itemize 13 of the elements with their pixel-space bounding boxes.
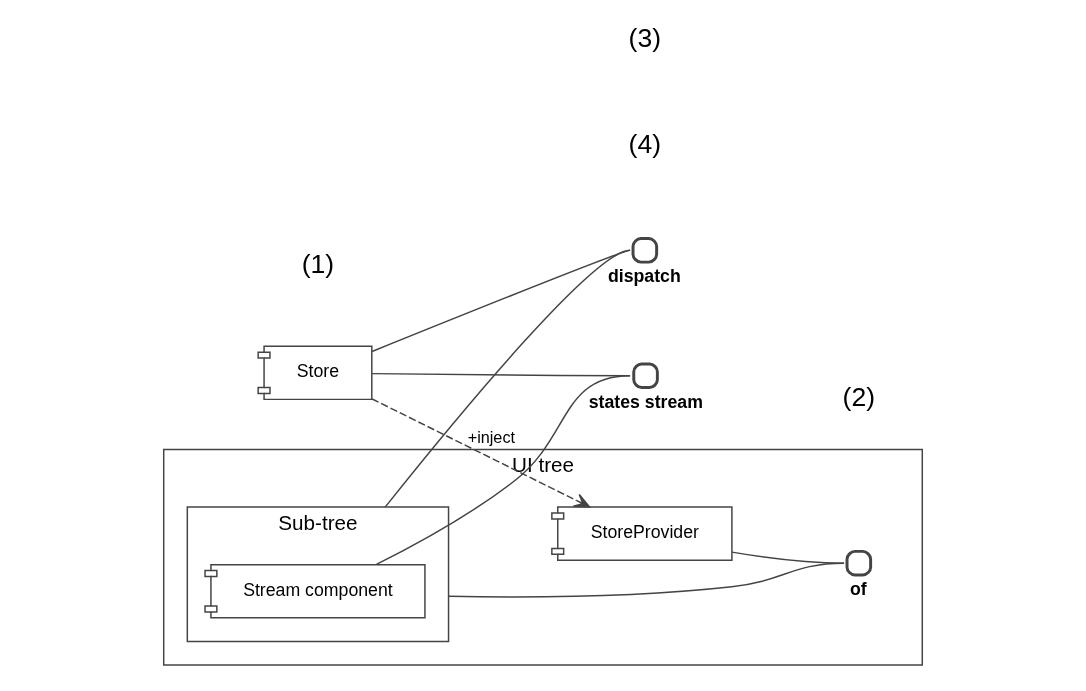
label: (2) — [842, 381, 876, 412]
connector — [371, 249, 631, 353]
node-label: of — [849, 579, 867, 600]
node-label: states stream — [588, 391, 703, 412]
node-label: dispatch — [607, 266, 681, 287]
arrow — [371, 398, 591, 508]
connector — [447, 562, 845, 598]
connector — [375, 375, 631, 566]
edge-label: +inject — [467, 428, 516, 447]
label: (4) — [628, 129, 662, 160]
label: (1) — [301, 249, 335, 280]
label: (3) — [628, 23, 662, 54]
connector — [384, 249, 631, 508]
